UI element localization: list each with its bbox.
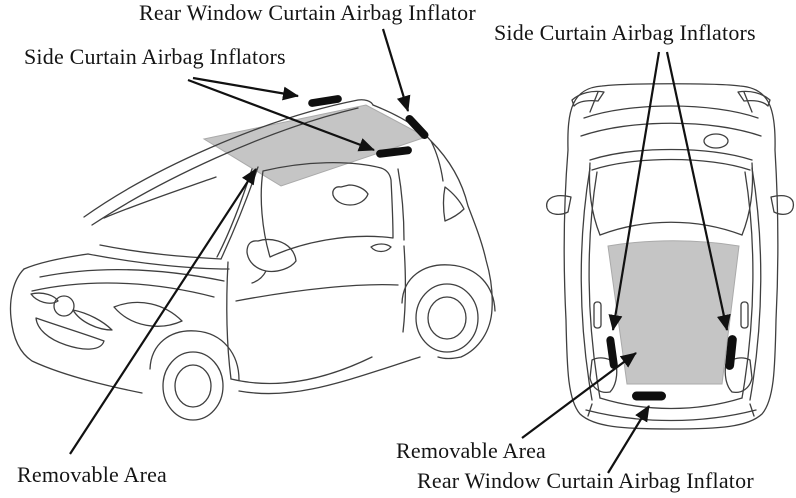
windshield-base [99,244,222,260]
headlight [113,301,183,327]
label-side-curtain-airbag-inflators-right: Side Curtain Airbag Inflators [494,20,756,45]
grille-left-wing [30,292,59,304]
wing-mirror-left [546,194,572,215]
removable-area-perspective [202,104,428,187]
rear-window-inflator-bar-perspective [405,114,429,140]
arrow-removable-right [521,352,637,439]
door-line-left [588,171,601,399]
hood-rear-arc [580,122,762,137]
side-curtain-inflator-bar-topview-left [606,336,618,369]
rear-wheel-arch [401,264,496,312]
leader-arrows [69,28,731,474]
door-bottom-edge [230,356,373,385]
far-roof-rail [103,176,217,219]
door-handle [370,243,392,253]
antenna-oval [703,133,729,149]
arrow-side-right-1 [608,51,661,331]
hood-front-arc [583,105,759,119]
removable-area-topview [607,240,740,385]
label-removable-area-left: Removable Area [17,462,168,487]
side-mirror-far [332,184,369,206]
rocker-line [238,356,421,395]
roof-rail-inner [91,107,359,226]
side-curtain-inflator-bar-far [376,146,412,158]
cowl-arc-1 [589,148,753,161]
arrow-rear-window-bottom [607,405,650,474]
roof-rail-outer [83,99,374,218]
side-trim-right [740,301,749,329]
front-bumper [9,268,143,394]
arrow-side-left-1 [192,76,299,101]
hood-seams [589,91,753,113]
side-curtain-inflator-bar-topview-right [725,335,737,370]
arrow-side-left-2 [187,78,375,152]
door-rear-seam [402,245,407,333]
c-pillar-line [430,140,444,182]
side-mirror-near [246,238,297,273]
rear-wheel-hub [427,296,467,340]
side-rail-right [749,167,762,401]
side-trim-left [593,301,602,329]
hood-crease-2 [31,282,215,298]
wing-mirror-right [770,194,795,215]
car-perspective-view [9,99,496,421]
rear-corner-right [724,357,753,394]
headlight-top-left [571,90,605,107]
arrow-removable-left [69,168,257,455]
hood-crease-1 [39,269,225,282]
door-front-seam [226,261,232,380]
b-pillar [397,168,405,241]
arrow-rear-window-top [381,28,411,112]
rear-body-arc [585,409,757,422]
side-curtain-inflator-bar-near [308,95,342,107]
arrow-side-right-2 [665,51,731,331]
side-crease [235,283,399,302]
car-top-view [546,83,795,430]
label-removable-area-right: Removable Area [396,438,547,463]
grille-right-wing [72,309,113,331]
label-side-curtain-airbag-inflators-left: Side Curtain Airbag Inflators [24,44,286,69]
mirror-arm [251,270,267,284]
front-wheel-arch [149,330,240,381]
body-outline-top [563,83,779,430]
brand-badge [53,295,75,317]
rear-seams [587,403,755,417]
label-rear-window-curtain-airbag-inflator-top: Rear Window Curtain Airbag Inflator [139,0,476,25]
hood-front-edge [23,253,89,270]
cowl-arc-2 [591,158,751,171]
lower-grille [35,317,105,350]
windshield-bottom-arc [599,221,743,236]
rear-window-arc [599,397,743,410]
front-wheel-hub [174,364,212,408]
cowl-line [87,253,230,270]
label-rear-window-curtain-airbag-inflator-bottom: Rear Window Curtain Airbag Inflator [417,468,754,493]
door-line-right [741,171,754,399]
headlight-top-right [737,90,771,107]
rear-quarter-window [442,186,465,222]
rear-wheel [415,283,479,353]
door-window [260,162,394,258]
rear-corner-left [589,357,618,394]
side-rail-left [580,167,593,401]
rear-window-inflator-bar-topview [632,391,666,401]
front-wheel [162,351,224,421]
